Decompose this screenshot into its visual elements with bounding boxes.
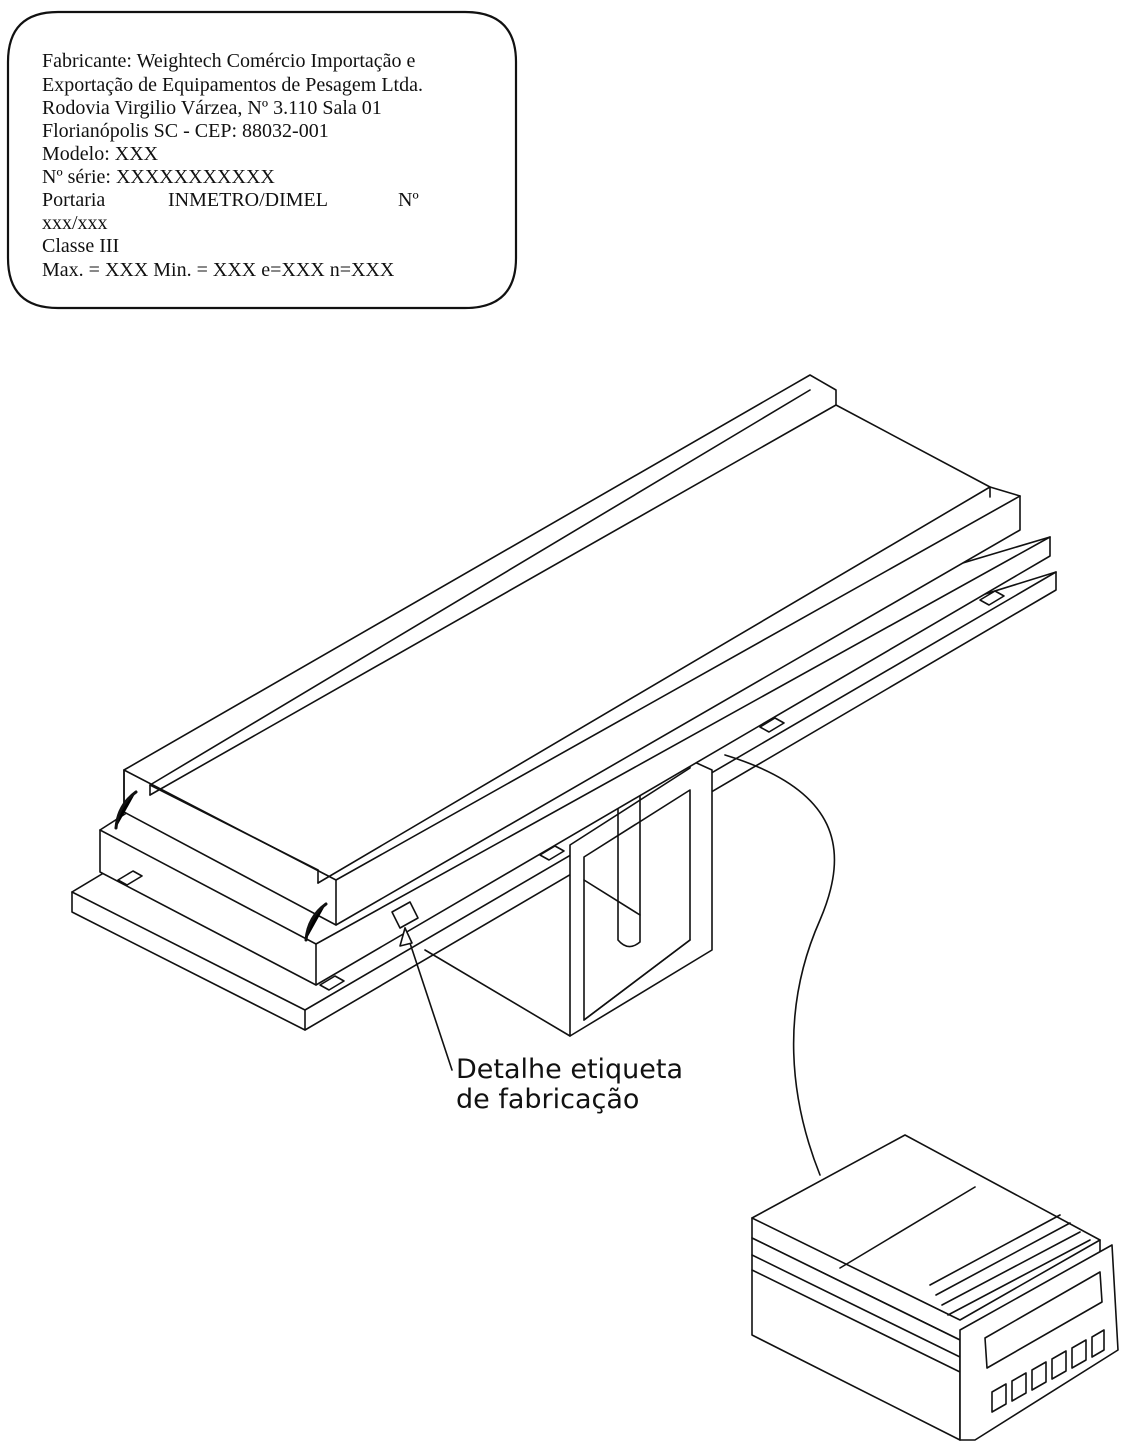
nameplate-line-4: Florianópolis SC - CEP: 88032-001 (42, 120, 329, 142)
callout-line-1: Detalhe etiqueta (456, 1054, 683, 1085)
nameplate-line-7: Portaria (42, 189, 105, 211)
indicator-keypad (991, 1329, 1105, 1413)
hinge-front (304, 902, 328, 942)
load-cell-pads (117, 590, 1005, 991)
nameplate-line-5: Modelo: XXX (42, 143, 159, 165)
hinge-left (114, 790, 138, 830)
support-column (424, 759, 713, 1037)
nameplate-portaria-end: Nº (398, 189, 419, 211)
indicator-rating-label (929, 1214, 1091, 1316)
nameplate-line-1: Fabricante: Weightech Comércio Importaçã… (42, 50, 416, 72)
weighing-platform (71, 374, 1057, 1037)
callout-leader-line (404, 927, 453, 1071)
signal-cable (724, 754, 836, 1176)
loading-surface (123, 374, 1021, 926)
nameplate-line-9: Classe III (42, 235, 119, 257)
weighing-indicator (751, 1134, 1119, 1441)
nameplate-line-6: Nº série: XXXXXXXXXXX (42, 166, 275, 188)
callout-line-2: de fabricação (456, 1084, 639, 1115)
nameplate-line-10: Max. = XXX Min. = XXX e=XXX n=XXX (42, 259, 395, 281)
nameplate-border (6, 10, 518, 310)
nameplate-location (391, 901, 419, 929)
nameplate-line-8: xxx/xxx (42, 212, 108, 234)
nameplate-line-3: Rodovia Virgilio Várzea, Nº 3.110 Sala 0… (42, 97, 382, 119)
nameplate-portaria-mid: INMETRO/DIMEL (168, 189, 328, 211)
nameplate: Fabricante: Weightech Comércio Importaçã… (6, 10, 518, 310)
callout-arrowhead (399, 927, 413, 947)
callout: Detalhe etiqueta de fabricação (399, 927, 683, 1115)
nameplate-line-2: Exportação de Equipamentos de Pesagem Lt… (42, 74, 423, 96)
